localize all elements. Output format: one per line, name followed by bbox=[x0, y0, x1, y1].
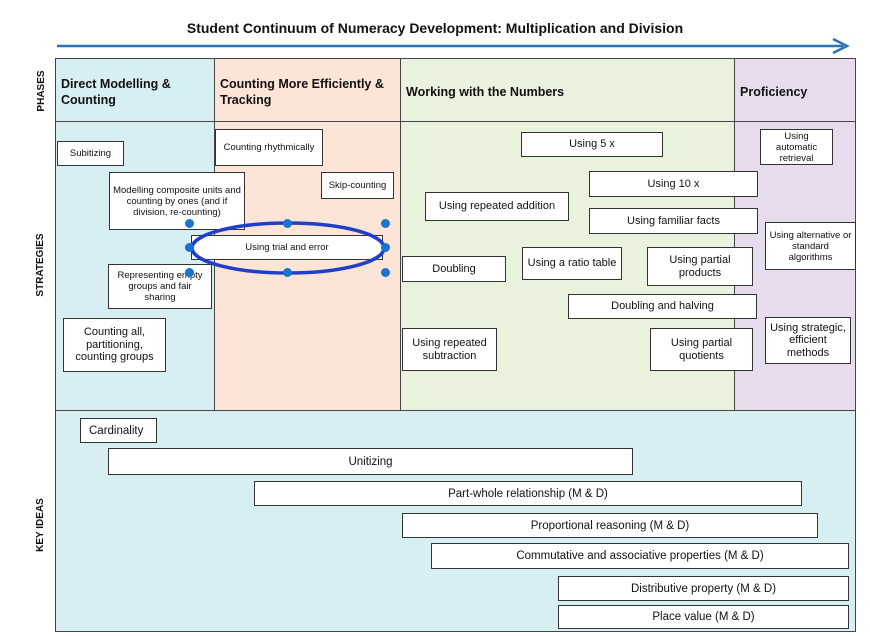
phase-title-direct-modelling: Direct Modelling & Counting bbox=[61, 77, 171, 107]
strategy-box: Using 10 x bbox=[589, 171, 758, 197]
side-label-phases: PHASES bbox=[36, 70, 47, 112]
side-label-strategies: STRATEGIES bbox=[35, 233, 46, 297]
phase-header-row bbox=[55, 58, 856, 122]
strategy-box: Counting rhythmically bbox=[215, 129, 323, 166]
strategy-box: Representing empty groups and fair shari… bbox=[108, 264, 212, 309]
strategy-box: Modelling composite units and counting b… bbox=[109, 172, 245, 230]
strategy-box: Subitizing bbox=[57, 141, 124, 166]
strategy-box: Using partial products bbox=[647, 247, 753, 286]
resize-handle[interactable] bbox=[381, 219, 390, 228]
strategy-box: Using strategic, efficient methods bbox=[765, 317, 851, 364]
strategy-box: Using repeated addition bbox=[425, 192, 569, 221]
key-idea-bar: Distributive property (M & D) bbox=[558, 576, 849, 601]
resize-handle[interactable] bbox=[185, 219, 194, 228]
key-idea-bar: Place value (M & D) bbox=[558, 605, 849, 629]
strategy-box: Skip-counting bbox=[321, 172, 394, 199]
key-idea-bar: Cardinality bbox=[80, 418, 157, 443]
resize-handle[interactable] bbox=[185, 268, 194, 277]
side-label-key-ideas: KEY IDEAS bbox=[35, 498, 46, 552]
resize-handle[interactable] bbox=[381, 243, 390, 252]
phase-title-working-with-numbers: Working with the Numbers bbox=[406, 85, 565, 99]
key-idea-bar: Unitizing bbox=[108, 448, 633, 475]
strategy-box: Using automatic retrieval bbox=[760, 129, 833, 165]
key-idea-bar: Commutative and associative properties (… bbox=[431, 543, 849, 569]
strategy-box: Doubling bbox=[402, 256, 506, 282]
resize-handle[interactable] bbox=[283, 219, 292, 228]
diagram-title: Student Continuum of Numeracy Developmen… bbox=[186, 20, 684, 36]
progress-arrow bbox=[57, 37, 850, 55]
key-idea-bar: Proportional reasoning (M & D) bbox=[402, 513, 818, 538]
key-idea-bar: Part-whole relationship (M & D) bbox=[254, 481, 802, 506]
resize-handle[interactable] bbox=[381, 268, 390, 277]
phase-title-counting-efficiently: Counting More Efficiently & Tracking bbox=[220, 77, 384, 107]
resize-handle[interactable] bbox=[283, 268, 292, 277]
strategy-box: Using alternative or standard algorithms bbox=[765, 222, 856, 270]
strategy-box: Counting all, partitioning, counting gro… bbox=[63, 318, 166, 372]
strategy-box: Using 5 x bbox=[521, 132, 663, 157]
strategy-box: Doubling and halving bbox=[568, 294, 757, 319]
diagram-frame bbox=[55, 58, 856, 632]
resize-handle[interactable] bbox=[185, 243, 194, 252]
phase-title-proficiency: Proficiency bbox=[740, 85, 808, 99]
strategy-box-selected[interactable]: Using trial and error bbox=[191, 235, 383, 260]
strategy-box: Using familiar facts bbox=[589, 208, 758, 234]
strategy-box: Using a ratio table bbox=[522, 247, 622, 280]
strategy-box: Using repeated subtraction bbox=[402, 328, 497, 371]
strategy-box: Using partial quotients bbox=[650, 328, 753, 371]
